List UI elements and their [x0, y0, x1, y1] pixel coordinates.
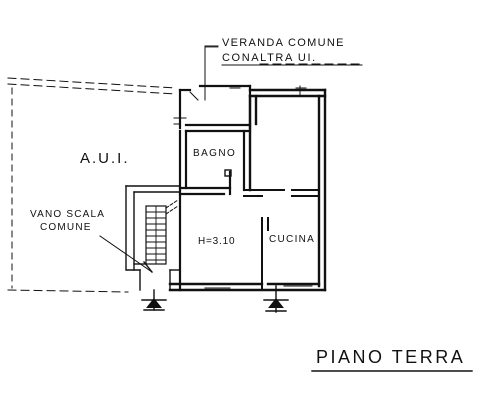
- floor-title: PIANO TERRA: [316, 347, 466, 367]
- veranda-label-line1: VERANDA COMUNE: [222, 37, 345, 49]
- veranda-label-line2: CONALTRA UI.: [222, 52, 317, 64]
- entrance-arrow-icon: [141, 289, 167, 311]
- bagno-label: BAGNO: [193, 148, 237, 159]
- boundary-line-top: [7, 63, 365, 95]
- vano-scala-label-line2: COMUNE: [40, 222, 92, 233]
- boundary-line-bottom: [7, 289, 129, 293]
- vano-scala-label-line1: VANO SCALA: [30, 209, 106, 220]
- partition-walls: [243, 189, 320, 291]
- entrance-arrow-icon: [263, 285, 289, 313]
- aui-label: A.U.I.: [80, 150, 130, 167]
- vano-scala-leader: [99, 235, 153, 273]
- staircase: [125, 185, 181, 291]
- ceiling-height-label: H=3.10: [198, 236, 236, 247]
- bottom-wall: [168, 282, 327, 292]
- veranda-leader: [204, 45, 219, 101]
- veranda-walls: [178, 84, 252, 133]
- cucina-label: CUCINA: [269, 234, 316, 245]
